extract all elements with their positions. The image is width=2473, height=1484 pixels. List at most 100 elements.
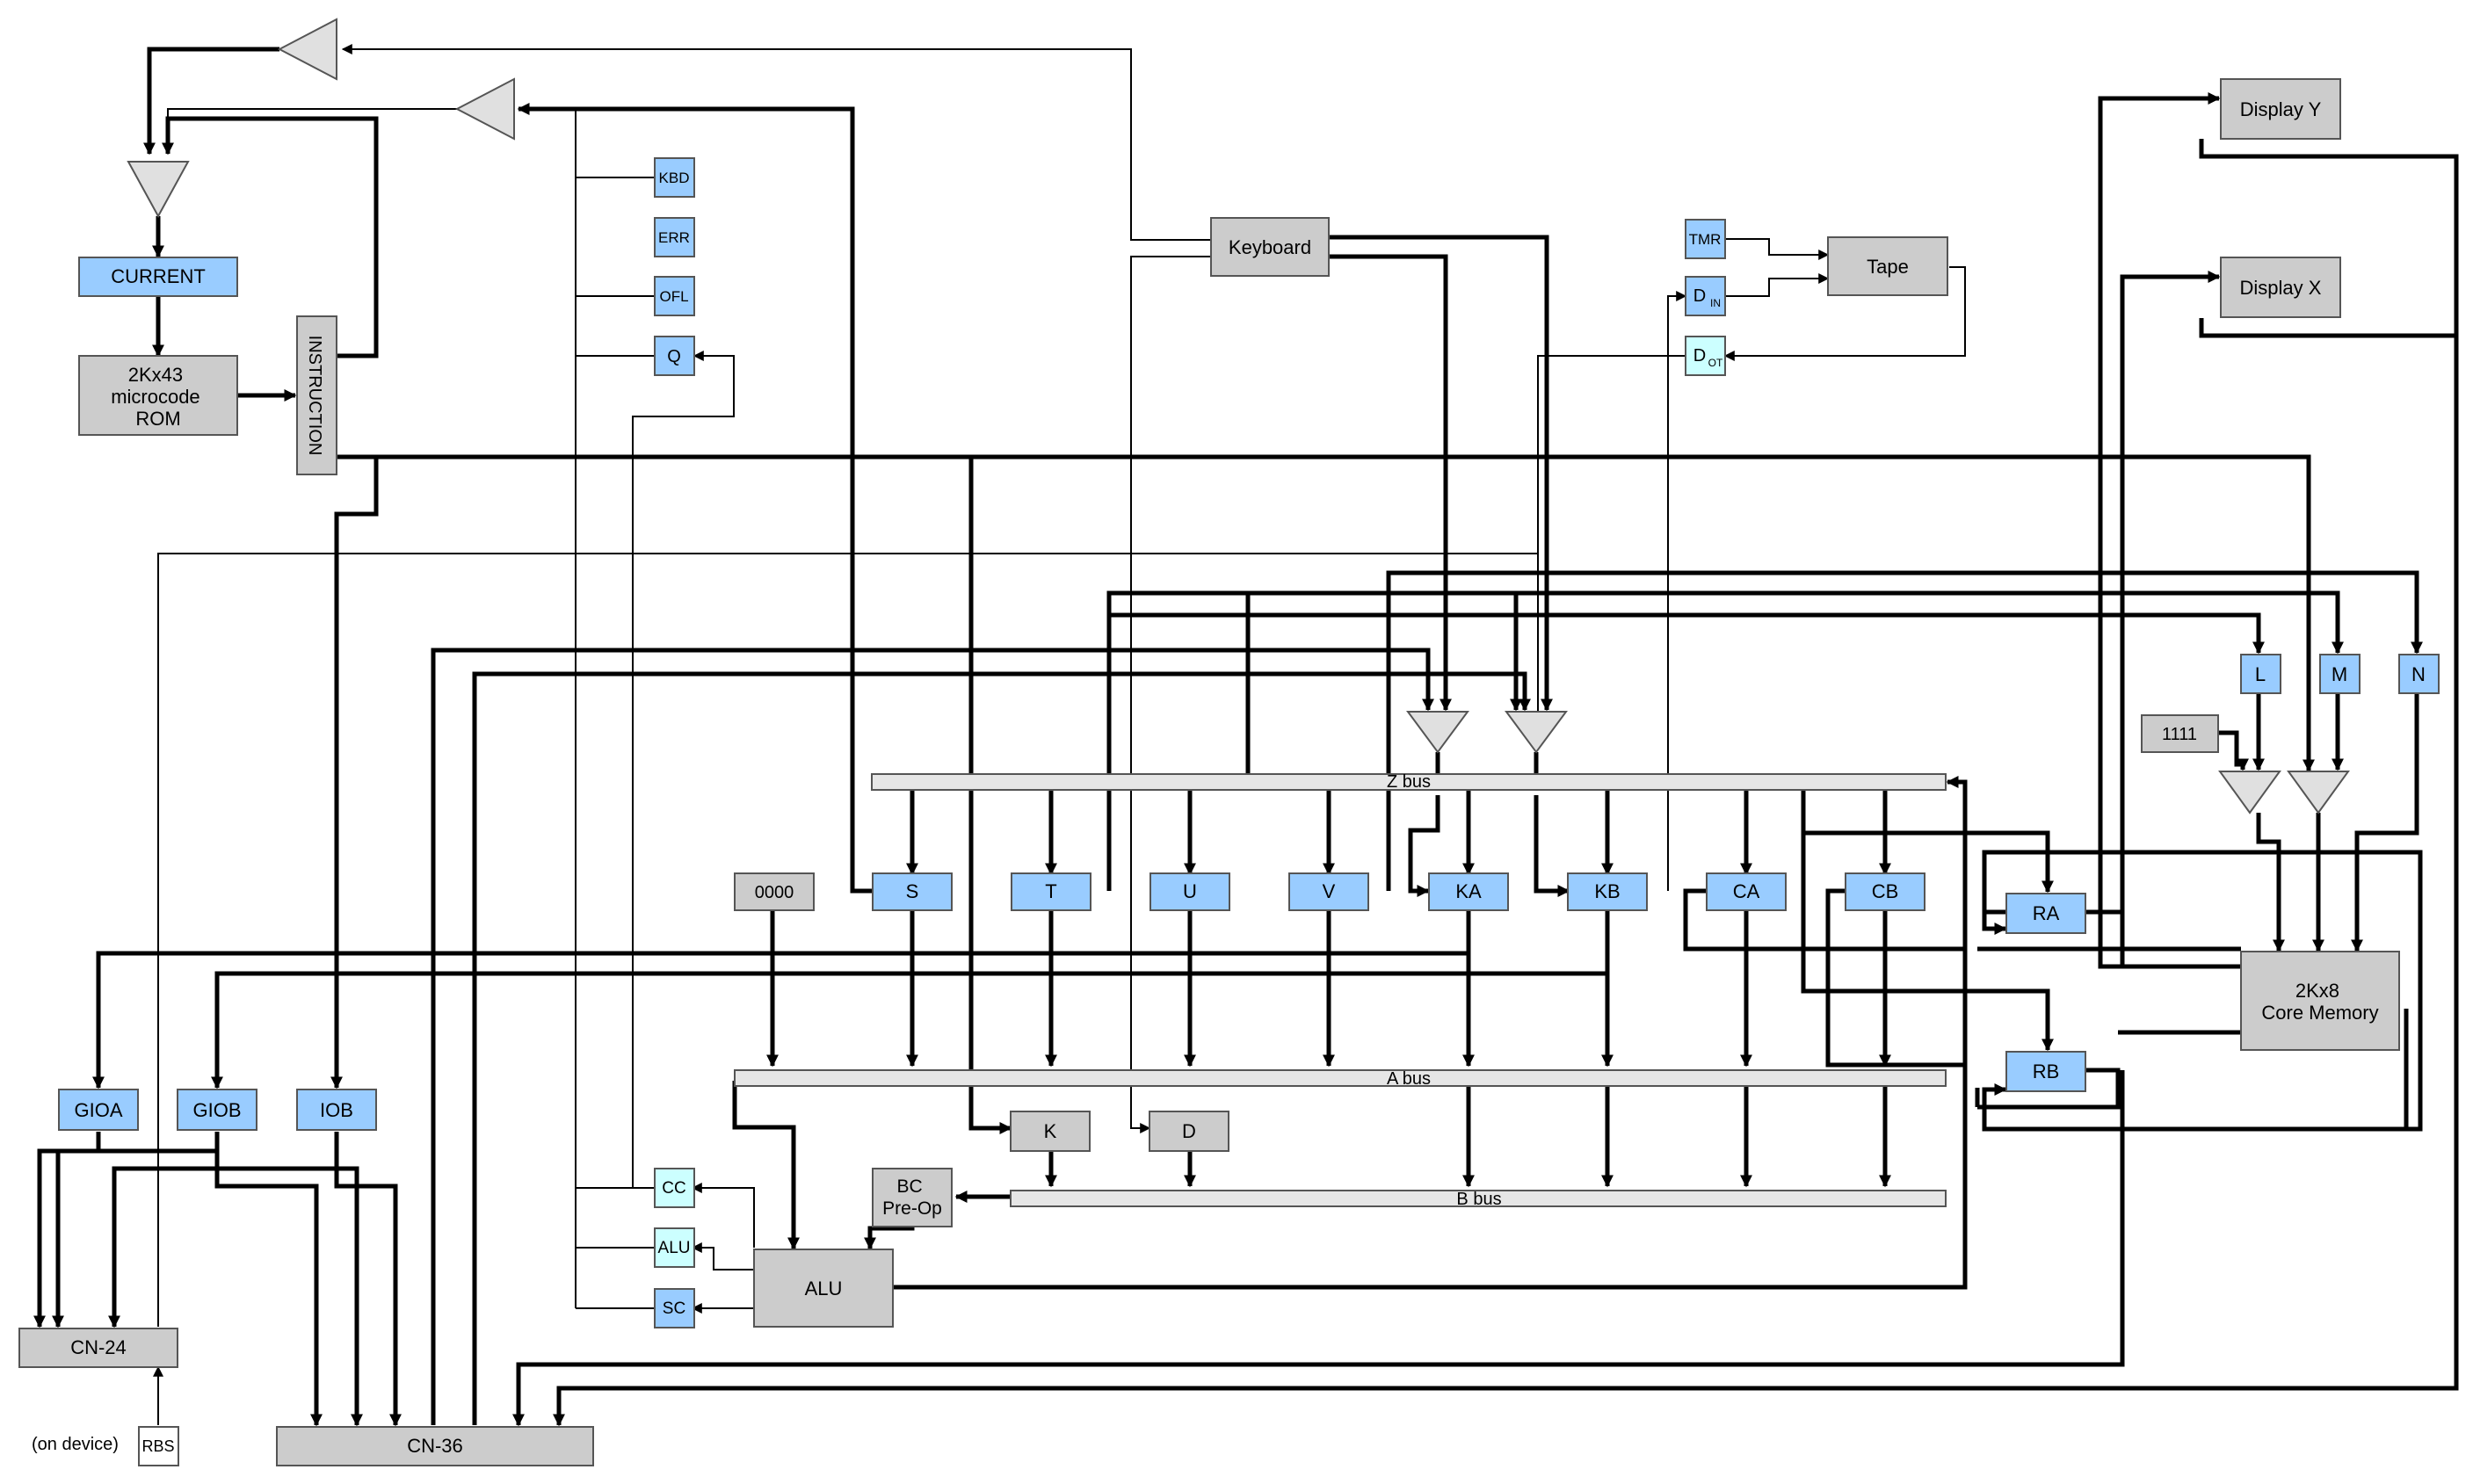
display-x-box xyxy=(2220,257,2341,318)
q-flag xyxy=(654,336,695,376)
b-bus-label: B bus xyxy=(1456,1190,1501,1209)
rbs-label: RBS xyxy=(141,1437,174,1455)
l-register xyxy=(2240,654,2281,694)
t-label: T xyxy=(1045,880,1056,902)
display-y-label: Display Y xyxy=(2240,98,2322,120)
b-bus xyxy=(1010,1190,1947,1207)
rb-register xyxy=(2005,1051,2086,1092)
sc-flag xyxy=(654,1288,695,1328)
rb-label: RB xyxy=(2033,1061,2060,1082)
k-label: K xyxy=(1044,1120,1057,1142)
keyboard-buffer xyxy=(277,18,337,81)
a-bus-label: A bus xyxy=(1387,1069,1431,1089)
microcode-rom xyxy=(78,355,238,436)
thick-wires xyxy=(33,47,2459,1427)
address-mux-left xyxy=(2218,771,2281,814)
kbd-flag xyxy=(654,157,695,198)
t-register xyxy=(1011,872,1091,911)
core-line-1: 2Kx8 xyxy=(2295,980,2339,1002)
buffers xyxy=(127,18,2350,814)
d-label: D xyxy=(1182,1120,1196,1142)
tmr-flag xyxy=(1685,219,1726,259)
d-ot-label: D xyxy=(1693,346,1706,366)
ka-register xyxy=(1428,872,1509,911)
m-label: M xyxy=(2332,663,2347,685)
kb-label: KB xyxy=(1594,880,1620,902)
giob-label: GIOB xyxy=(192,1099,241,1121)
ca-label: CA xyxy=(1733,880,1760,902)
d-in-label: D xyxy=(1693,286,1706,306)
v-label: V xyxy=(1323,880,1336,902)
u-label: U xyxy=(1183,880,1197,902)
cn-36-label: CN-36 xyxy=(407,1435,463,1457)
grey-blocks: 2Kx43 microcode ROM INSTRUCTION Keyboard… xyxy=(18,78,2400,1466)
u-register xyxy=(1149,872,1230,911)
cb-label: CB xyxy=(1872,880,1899,902)
display-y-box xyxy=(2220,78,2341,140)
alu-label: ALU xyxy=(805,1278,843,1299)
alu-box xyxy=(753,1249,894,1328)
sc-label: SC xyxy=(663,1299,685,1318)
cn-24-label: CN-24 xyxy=(70,1336,127,1358)
d-in-main: D xyxy=(1693,286,1706,306)
keyboard-label: Keyboard xyxy=(1229,236,1311,258)
iob-register xyxy=(296,1089,377,1131)
instruction-buffer xyxy=(454,77,515,141)
n-register xyxy=(2398,654,2440,694)
instruction-label: INSTRUCTION xyxy=(305,336,324,456)
cc-label: CC xyxy=(662,1179,685,1198)
d-register xyxy=(1149,1111,1229,1152)
rom-line-3: ROM xyxy=(135,408,180,430)
bc-pre-op-box xyxy=(872,1168,953,1227)
current-label: CURRENT xyxy=(111,265,206,287)
const-0000-box xyxy=(734,872,815,911)
rom-line-2: microcode xyxy=(111,386,199,408)
z-bus-mux-right xyxy=(1505,711,1568,754)
bc-pre-op-label: BC Pre-Op xyxy=(882,1176,942,1219)
cn-24-connector xyxy=(18,1328,178,1368)
const-1111-label: 1111 xyxy=(2162,725,2197,744)
core-line-2: Core Memory xyxy=(2261,1002,2378,1024)
d-ot-flag xyxy=(1685,336,1726,376)
bc-line-2: Pre-Op xyxy=(882,1198,942,1219)
alu-flag xyxy=(654,1227,695,1268)
tmr-label: TMR xyxy=(1689,231,1722,248)
kbd-label: KBD xyxy=(659,170,690,186)
rom-line-1: 2Kx43 xyxy=(128,364,183,386)
d-ot-subscript: OT xyxy=(1708,357,1723,369)
on-device-label: (on device) xyxy=(32,1435,119,1454)
d-in-subscript: IN xyxy=(1710,297,1721,309)
instruction-register xyxy=(296,315,337,475)
display-x-label: Display X xyxy=(2240,277,2322,299)
core-memory-box xyxy=(2240,951,2400,1051)
z-bus xyxy=(871,773,1947,791)
m-register xyxy=(2319,654,2361,694)
err-label: ERR xyxy=(658,229,690,246)
n-label: N xyxy=(2411,663,2426,685)
tape-box xyxy=(1827,236,1948,296)
ka-label: KA xyxy=(1455,880,1482,902)
cn-36-connector xyxy=(276,1426,594,1466)
s-label: S xyxy=(906,880,919,902)
ra-label: RA xyxy=(2033,902,2060,924)
z-bus-mux-left xyxy=(1406,711,1469,754)
cb-register xyxy=(1845,872,1925,911)
cc-flag xyxy=(654,1168,695,1208)
q-label: Q xyxy=(667,347,681,366)
current-register xyxy=(78,257,238,297)
iob-label: IOB xyxy=(320,1099,353,1121)
address-mux-right xyxy=(2287,771,2350,814)
d-in-flag xyxy=(1685,276,1726,316)
alu-flag-label: ALU xyxy=(658,1239,691,1257)
core-memory-label: 2Kx8 Core Memory xyxy=(2261,980,2378,1024)
s-register xyxy=(872,872,953,911)
giob-register xyxy=(177,1089,257,1131)
k-register xyxy=(1010,1111,1091,1152)
microcode-rom-label: 2Kx43 microcode ROM xyxy=(111,364,206,430)
ofl-label: OFL xyxy=(659,288,688,305)
bc-line-1: BC xyxy=(896,1176,922,1197)
registers: CURRENT KBD ERR OFL Q TMR D IN D OT L M … xyxy=(58,157,2440,1328)
keyboard-box xyxy=(1210,217,1330,277)
a-bus xyxy=(734,1069,1947,1087)
thin-wires xyxy=(153,44,1966,1425)
